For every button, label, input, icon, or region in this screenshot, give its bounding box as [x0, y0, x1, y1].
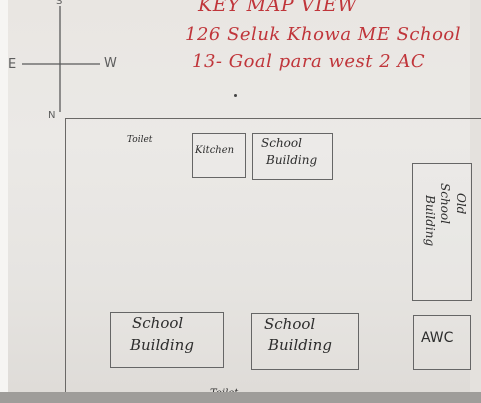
- kitchen-building: [192, 133, 246, 178]
- compass-west-label: W: [104, 56, 117, 71]
- old-school-building: [412, 163, 472, 301]
- campus-boundary: [65, 118, 481, 403]
- constituency-text: 13- Goal para west 2 AC: [192, 51, 426, 72]
- compass-icon: [22, 6, 100, 112]
- map-title: KEY MAP VIEW: [198, 0, 358, 16]
- kitchen-label: Kitchen: [195, 145, 235, 156]
- awc-label: AWC: [421, 330, 454, 346]
- school-building-bottom-left: [110, 312, 224, 368]
- toilet-top-label: Toilet: [127, 135, 153, 145]
- compass-north-label: N: [48, 110, 56, 121]
- school-building-bl-label-1: School: [132, 314, 184, 332]
- old-school-label-1: Old: [454, 193, 468, 215]
- school-building-bl-label-2: Building: [130, 336, 194, 354]
- old-school-label-3: Building: [423, 195, 437, 247]
- awc-building: [413, 315, 471, 370]
- paper-edge-right: [470, 0, 481, 392]
- ink-dot: [234, 94, 237, 97]
- old-school-label-2: School: [438, 183, 452, 224]
- school-building-top-label-1: School: [261, 136, 302, 150]
- school-name: 126 Seluk Khowa ME School: [185, 24, 462, 45]
- school-building-bottom-center: [251, 313, 359, 370]
- paper-shadow-bottom: [0, 392, 481, 403]
- compass-east-label: E: [8, 57, 17, 72]
- school-building-bc-label-2: Building: [268, 336, 332, 354]
- school-building-bc-label-1: School: [264, 315, 316, 333]
- paper-margin: [0, 0, 8, 403]
- school-building-top: [252, 133, 333, 180]
- school-building-top-label-2: Building: [266, 153, 318, 167]
- compass-south-label: S: [56, 0, 63, 7]
